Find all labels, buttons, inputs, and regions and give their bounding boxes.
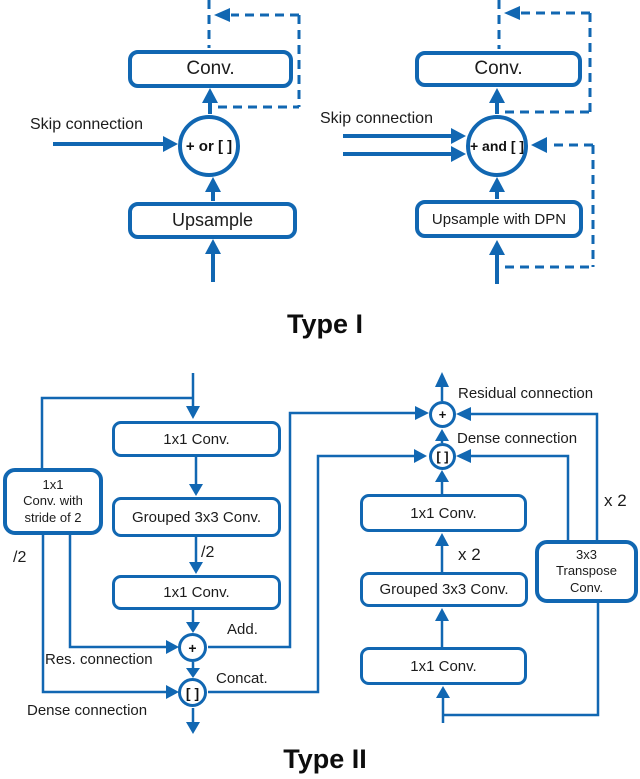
type1-left-merge-circle: + or [ ] (178, 115, 240, 177)
type2-dense-connection-label-left: Dense connection (27, 702, 148, 719)
type2-concat-label: Concat. (216, 670, 268, 687)
type2-add-label: Add. (227, 621, 258, 638)
type2-x2-label-mid: x 2 (458, 545, 481, 564)
type2-left-stride-conv-box: 1x1 Conv. with stride of 2 (3, 468, 103, 535)
type1-right-upsample-dpn-box: Upsample with DPN (415, 200, 583, 238)
type1-left-arrowheads (163, 8, 230, 254)
type2-title: Type II (283, 744, 367, 774)
type2-left-conv-top-box: 1x1 Conv. (112, 421, 281, 457)
type2-right-concat-circle: [ ] (429, 443, 456, 470)
type1-right-dashed-lines (497, 0, 595, 269)
type2-right-conv-bottom-box: 1x1 Conv. (360, 647, 527, 685)
type1-right-solid-lines (343, 100, 499, 284)
type1-right-merge-circle: + and [ ] (466, 115, 528, 177)
type1-right-conv-box: Conv. (415, 51, 582, 87)
transpose-box-line1: 3x3 (576, 547, 597, 563)
type2-dense-connection-label-right: Dense connection (457, 430, 578, 447)
type2-left-conv-bottom-box: 1x1 Conv. (112, 575, 281, 610)
type2-mid-downscale-label: /2 (201, 544, 215, 561)
type1-left-dashed-lines (207, 0, 301, 109)
type2-res-connection-label: Res. connection (45, 651, 153, 668)
type2-right-arrowheads (435, 372, 471, 698)
type2-right-grouped-conv-box: Grouped 3x3 Conv. (360, 572, 528, 607)
type1-left-upsample-box: Upsample (128, 202, 297, 239)
transpose-box-line2: Transpose (556, 563, 617, 579)
stride-box-line3: stride of 2 (24, 509, 82, 525)
type1-right-skip-label: Skip connection (320, 110, 433, 127)
type2-left-downscale-label: /2 (13, 549, 27, 566)
type2-left-arrowheads (166, 406, 429, 734)
type2-x2-label-right: x 2 (604, 491, 627, 510)
type2-right-conv-top-box: 1x1 Conv. (360, 494, 527, 532)
type1-right-arrowheads (451, 6, 547, 255)
stride-box-line2: Conv. with (23, 493, 83, 509)
type2-left-lines (40, 373, 415, 722)
type2-left-grouped-conv-box: Grouped 3x3 Conv. (112, 497, 281, 537)
type1-left-skip-label: Skip connection (30, 116, 143, 133)
type2-right-lines (440, 387, 600, 723)
type1-title: Type I (286, 309, 364, 339)
type2-residual-connection-label: Residual connection (458, 385, 594, 402)
type2-right-transpose-conv-box: 3x3 Transpose Conv. (535, 540, 638, 603)
stride-box-line1: 1x1 (42, 477, 64, 493)
transpose-box-line3: Conv. (570, 579, 603, 595)
type2-left-concat-circle: [ ] (178, 678, 207, 707)
type1-left-conv-box: Conv. (128, 50, 293, 88)
type2-left-add-circle: + (178, 633, 207, 662)
type2-right-add-circle: + (429, 401, 456, 428)
